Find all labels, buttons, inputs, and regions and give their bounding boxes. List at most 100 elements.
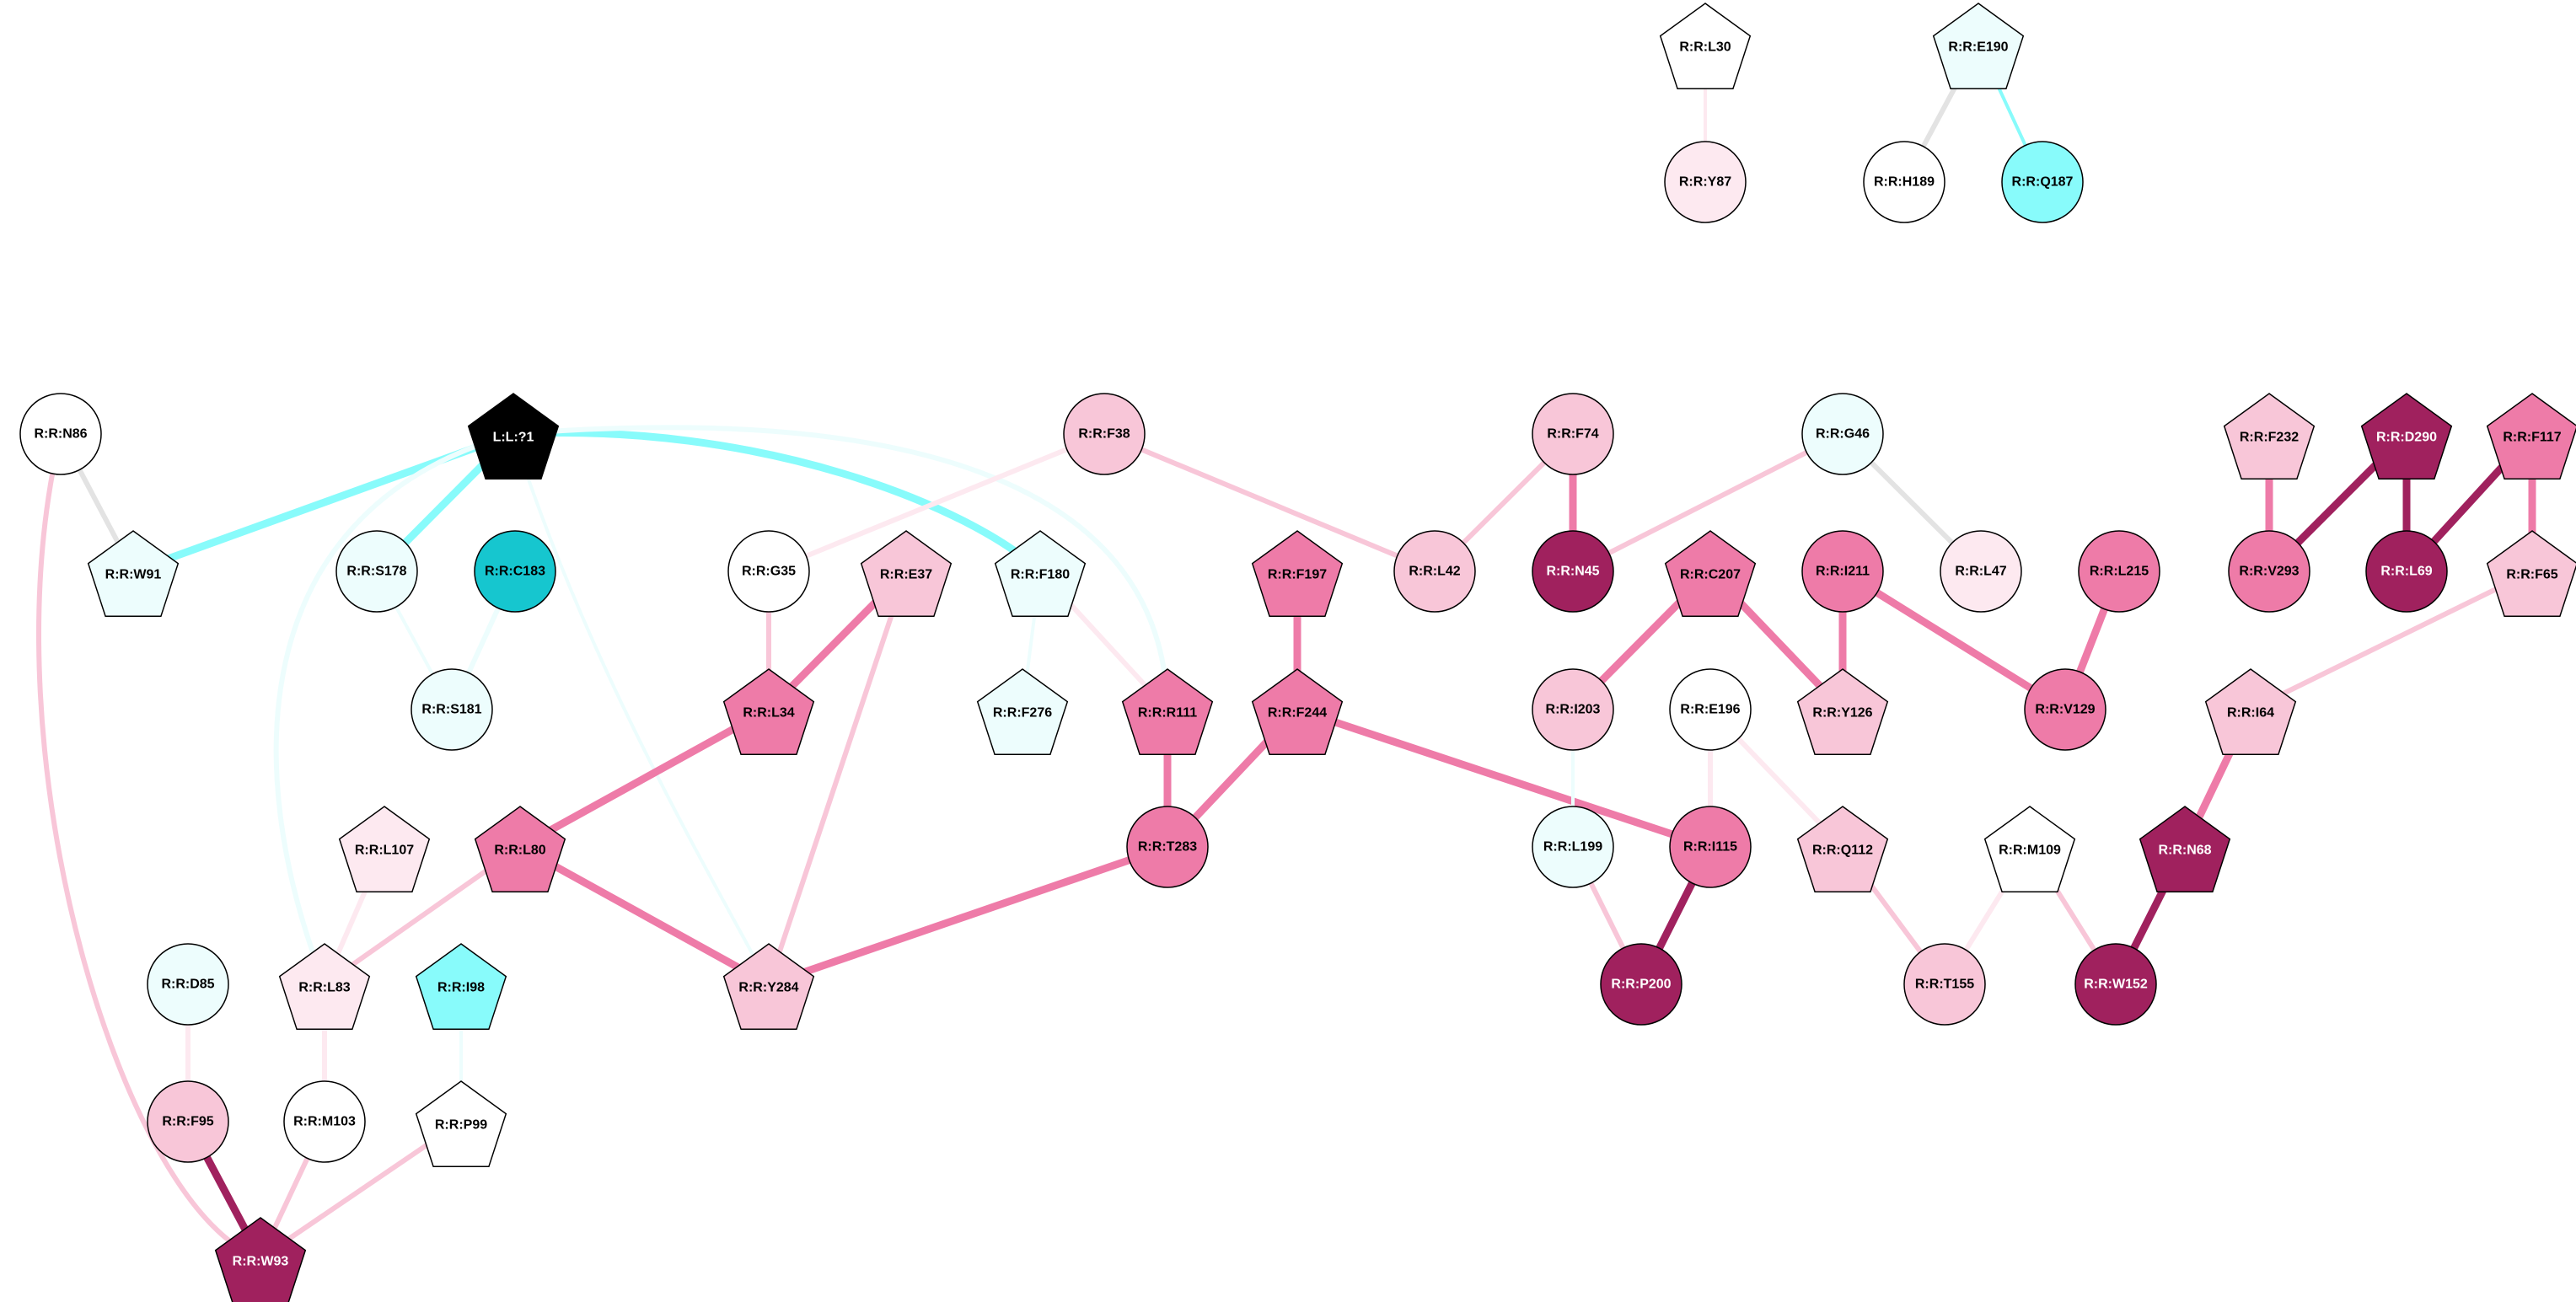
node-f276[interactable]: R:R:F276 [976,668,1069,756]
node-p200[interactable]: R:R:P200 [1600,943,1682,1026]
node-label: R:R:F117 [2503,431,2561,445]
node-l199[interactable]: R:R:L199 [1532,806,1614,888]
node-w91[interactable]: R:R:W91 [87,530,180,618]
node-label: R:R:N45 [1546,565,1599,579]
node-l80[interactable]: R:R:L80 [474,806,566,893]
edge-t283-y284 [765,843,1172,989]
node-f232[interactable]: R:R:F232 [2223,393,2316,480]
node-t155[interactable]: R:R:T155 [1903,943,1986,1026]
node-label: R:R:F276 [993,706,1052,721]
edge-f65-i64 [2248,569,2535,712]
node-q187[interactable]: R:R:Q187 [2001,141,2084,223]
edge-l1-l83 [273,431,516,987]
node-v293[interactable]: R:R:V293 [2228,530,2310,613]
node-pentagon-shape [338,806,431,893]
node-circle-shape [1903,943,1986,1026]
node-y126[interactable]: R:R:Y126 [1796,668,1889,756]
node-pentagon-shape [415,943,507,1031]
node-pentagon-shape [474,806,566,893]
node-q112[interactable]: R:R:Q112 [1796,806,1889,893]
node-l107[interactable]: R:R:L107 [338,806,431,893]
node-y87[interactable]: R:R:Y87 [1664,141,1747,223]
node-label: R:R:Y284 [738,981,798,995]
node-circle-shape [1600,943,1682,1026]
node-label: R:R:N68 [2158,844,2211,858]
node-f244[interactable]: R:R:F244 [1251,668,1344,756]
node-label: R:R:F197 [1268,568,1327,582]
node-label: R:R:Y126 [1812,706,1872,721]
edges-layer [36,41,2536,1262]
node-y284[interactable]: R:R:Y284 [722,943,815,1031]
node-label: R:R:L69 [2380,565,2432,579]
node-g35[interactable]: R:R:G35 [727,530,810,613]
node-f117[interactable]: R:R:F117 [2486,393,2576,480]
node-label: R:R:I203 [1546,703,1601,717]
node-circle-shape [1532,530,1614,613]
node-i115[interactable]: R:R:I115 [1669,806,1752,888]
node-n86[interactable]: R:R:N86 [19,393,102,475]
node-label: R:R:F95 [162,1115,213,1129]
node-pentagon-shape [467,393,560,480]
node-circle-shape [1940,530,2022,613]
node-w93[interactable]: R:R:W93 [214,1217,307,1302]
node-l34[interactable]: R:R:L34 [722,668,815,756]
node-t283[interactable]: R:R:T283 [1126,806,1209,888]
node-i211[interactable]: R:R:I211 [1801,530,1884,613]
node-pentagon-shape [214,1217,307,1302]
node-label: R:R:I115 [1683,840,1737,855]
node-f95[interactable]: R:R:F95 [147,1080,229,1163]
node-f180[interactable]: R:R:F180 [994,530,1087,618]
node-label: R:R:L107 [355,844,414,858]
node-c207[interactable]: R:R:C207 [1664,530,1757,618]
node-h189[interactable]: R:R:H189 [1863,141,1945,223]
node-pentagon-shape [1251,668,1344,756]
node-v129[interactable]: R:R:V129 [2024,668,2106,751]
node-e190[interactable]: R:R:E190 [1932,3,2025,90]
node-label: L:L:?1 [493,431,534,445]
node-d290[interactable]: R:R:D290 [2360,393,2453,480]
node-s178[interactable]: R:R:S178 [335,530,418,613]
node-circle-shape [1393,530,1476,613]
node-i203[interactable]: R:R:I203 [1532,668,1614,751]
node-l47[interactable]: R:R:L47 [1940,530,2022,613]
node-s181[interactable]: R:R:S181 [411,668,493,751]
node-e196[interactable]: R:R:E196 [1669,668,1752,751]
node-circle-shape [1126,806,1209,888]
node-f197[interactable]: R:R:F197 [1251,530,1344,618]
node-label: R:R:V129 [2035,703,2095,717]
node-n45[interactable]: R:R:N45 [1532,530,1614,613]
node-label: R:R:L47 [1955,565,2006,579]
node-d85[interactable]: R:R:D85 [147,943,229,1026]
node-m109[interactable]: R:R:M109 [1983,806,2076,893]
node-l1[interactable]: L:L:?1 [467,393,560,480]
node-f65[interactable]: R:R:F65 [2486,530,2576,618]
node-circle-shape [1669,668,1752,751]
node-l42[interactable]: R:R:L42 [1393,530,1476,613]
node-label: R:R:D85 [161,978,214,992]
node-l30[interactable]: R:R:L30 [1659,3,1752,90]
node-label: R:R:F65 [2506,568,2557,582]
node-m103[interactable]: R:R:M103 [283,1080,366,1163]
node-p99[interactable]: R:R:P99 [415,1080,507,1168]
node-pentagon-shape [1796,806,1889,893]
node-g46[interactable]: R:R:G46 [1801,393,1884,475]
node-circle-shape [283,1080,366,1163]
node-i98[interactable]: R:R:I98 [415,943,507,1031]
node-l83[interactable]: R:R:L83 [278,943,371,1031]
node-l69[interactable]: R:R:L69 [2365,530,2448,613]
node-c183[interactable]: R:R:C183 [474,530,556,613]
node-w152[interactable]: R:R:W152 [2074,943,2157,1026]
node-label: R:R:I64 [2227,706,2274,721]
edge-f38-l42 [1102,431,1437,574]
node-pentagon-shape [278,943,371,1031]
node-i64[interactable]: R:R:I64 [2204,668,2297,756]
node-n68[interactable]: R:R:N68 [2139,806,2231,893]
node-f74[interactable]: R:R:F74 [1532,393,1614,475]
node-e37[interactable]: R:R:E37 [860,530,953,618]
node-f38[interactable]: R:R:F38 [1063,393,1146,475]
node-r111[interactable]: R:R:R111 [1121,668,1214,756]
node-l215[interactable]: R:R:L215 [2078,530,2160,613]
node-label: R:R:F232 [2240,431,2299,445]
edge-e37-y284 [766,569,909,987]
edge-l80-y284 [516,843,773,989]
